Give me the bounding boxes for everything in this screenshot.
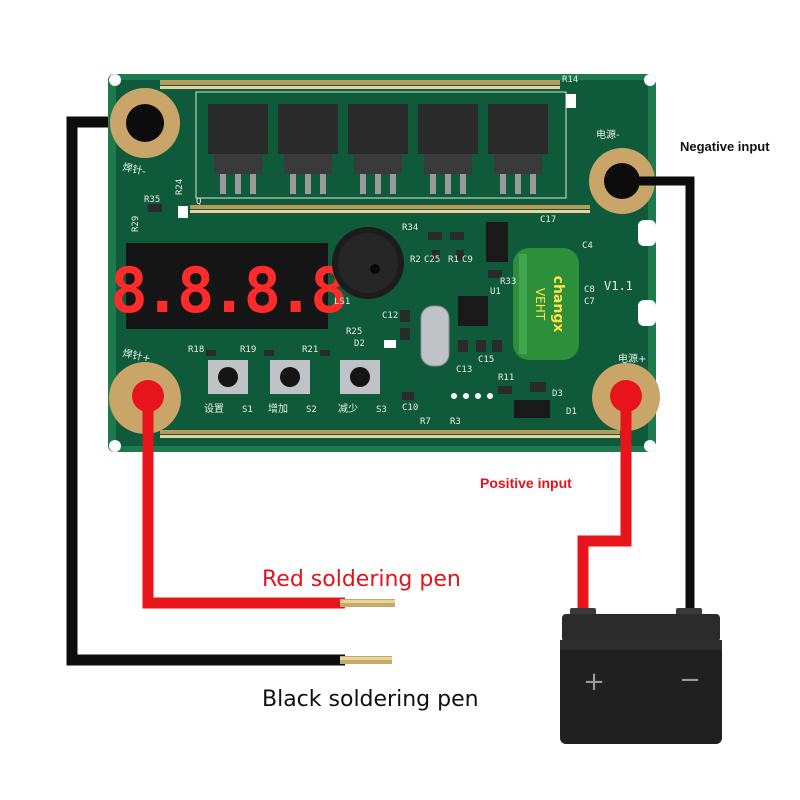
battery: + −	[560, 608, 722, 744]
button-label-s2-cn: 增加	[268, 402, 288, 415]
ref-r33: R33	[500, 277, 516, 287]
ref-r11: R11	[498, 373, 514, 383]
ref-r2: R2	[410, 255, 421, 265]
label-red-pen: Red soldering pen	[262, 567, 461, 592]
red-wire-positive	[577, 396, 632, 614]
ref-r25: R25	[346, 327, 362, 337]
red-pen-tip	[340, 599, 395, 607]
button-label-s3: S3	[376, 405, 387, 415]
ref-r1: R1	[448, 255, 459, 265]
ref-r14: R14	[562, 75, 578, 85]
mosfet	[418, 104, 478, 194]
button-label-s1: S1	[242, 405, 253, 415]
label-power-minus: 电源-	[596, 128, 620, 141]
black-wire-negative	[622, 176, 695, 614]
ref-r24: R24	[175, 179, 185, 195]
label-negative-input: Negative input	[680, 139, 770, 154]
ref-c25: C25	[424, 255, 440, 265]
ref-c13: C13	[456, 365, 472, 375]
tactile-buttons	[208, 360, 380, 394]
ref-c4: C4	[582, 241, 593, 251]
black-pen-tip	[340, 656, 392, 664]
crystal	[420, 305, 450, 367]
mosfet-array	[208, 104, 548, 194]
button-label-s3-cn: 减少	[338, 403, 358, 415]
capacitor-brand: changx	[550, 276, 566, 333]
mosfet	[348, 104, 408, 194]
ref-c10: C10	[402, 403, 418, 413]
ref-r18: R18	[188, 345, 204, 355]
mosfet	[208, 104, 268, 194]
label-black-pen: Black soldering pen	[262, 687, 479, 712]
button-label-s1-cn: 设置	[204, 403, 224, 415]
button-s3	[340, 360, 380, 394]
buzzer	[332, 227, 404, 299]
mosfet	[278, 104, 338, 194]
capacitor-series: VEHT	[533, 288, 547, 321]
mosfet	[488, 104, 548, 194]
ref-c7: C7	[584, 297, 595, 307]
silkscreen-labels: R14 焊针- 电源- 焊针+ 电源+ R24 R35 R29 Q R34 C1…	[121, 75, 646, 427]
label-power-plus: 电源+	[618, 352, 646, 365]
ref-r19: R19	[240, 345, 256, 355]
ref-r3: R3	[450, 417, 461, 427]
board-version: V1.1	[604, 279, 633, 293]
ref-c15: C15	[478, 355, 494, 365]
label-positive-input: Positive input	[480, 475, 572, 491]
ref-ls1: LS1	[334, 297, 350, 307]
ref-r21: R21	[302, 345, 318, 355]
smd-components	[148, 94, 576, 418]
battery-plus: +	[583, 667, 605, 697]
ref-c8: C8	[584, 285, 595, 295]
ref-c12: C12	[382, 311, 398, 321]
ref-q: Q	[196, 197, 201, 207]
ref-d3: D3	[552, 389, 563, 399]
ref-c9: C9	[462, 255, 473, 265]
button-s1	[208, 360, 248, 394]
button-label-s2: S2	[306, 405, 317, 415]
seven-segment-display: 8.8.8.8	[110, 243, 348, 329]
ref-r29: R29	[131, 216, 141, 232]
ref-d1: D1	[566, 407, 577, 417]
microcontroller-u1	[458, 222, 508, 326]
electrolytic-capacitor: changx VEHT	[513, 248, 579, 360]
ref-r34: R34	[402, 223, 418, 233]
black-wire-pen	[66, 116, 345, 666]
ref-d2: D2	[354, 339, 365, 349]
ref-r35: R35	[144, 195, 160, 205]
ref-r7: R7	[420, 417, 431, 427]
display-digits: 8.8.8.8	[110, 254, 344, 327]
button-s2	[270, 360, 310, 394]
ref-c17: C17	[540, 215, 556, 225]
battery-minus: −	[679, 665, 701, 695]
red-wire-pen	[142, 396, 345, 609]
pad-pen-minus	[110, 88, 180, 158]
ref-u1: U1	[490, 287, 501, 297]
